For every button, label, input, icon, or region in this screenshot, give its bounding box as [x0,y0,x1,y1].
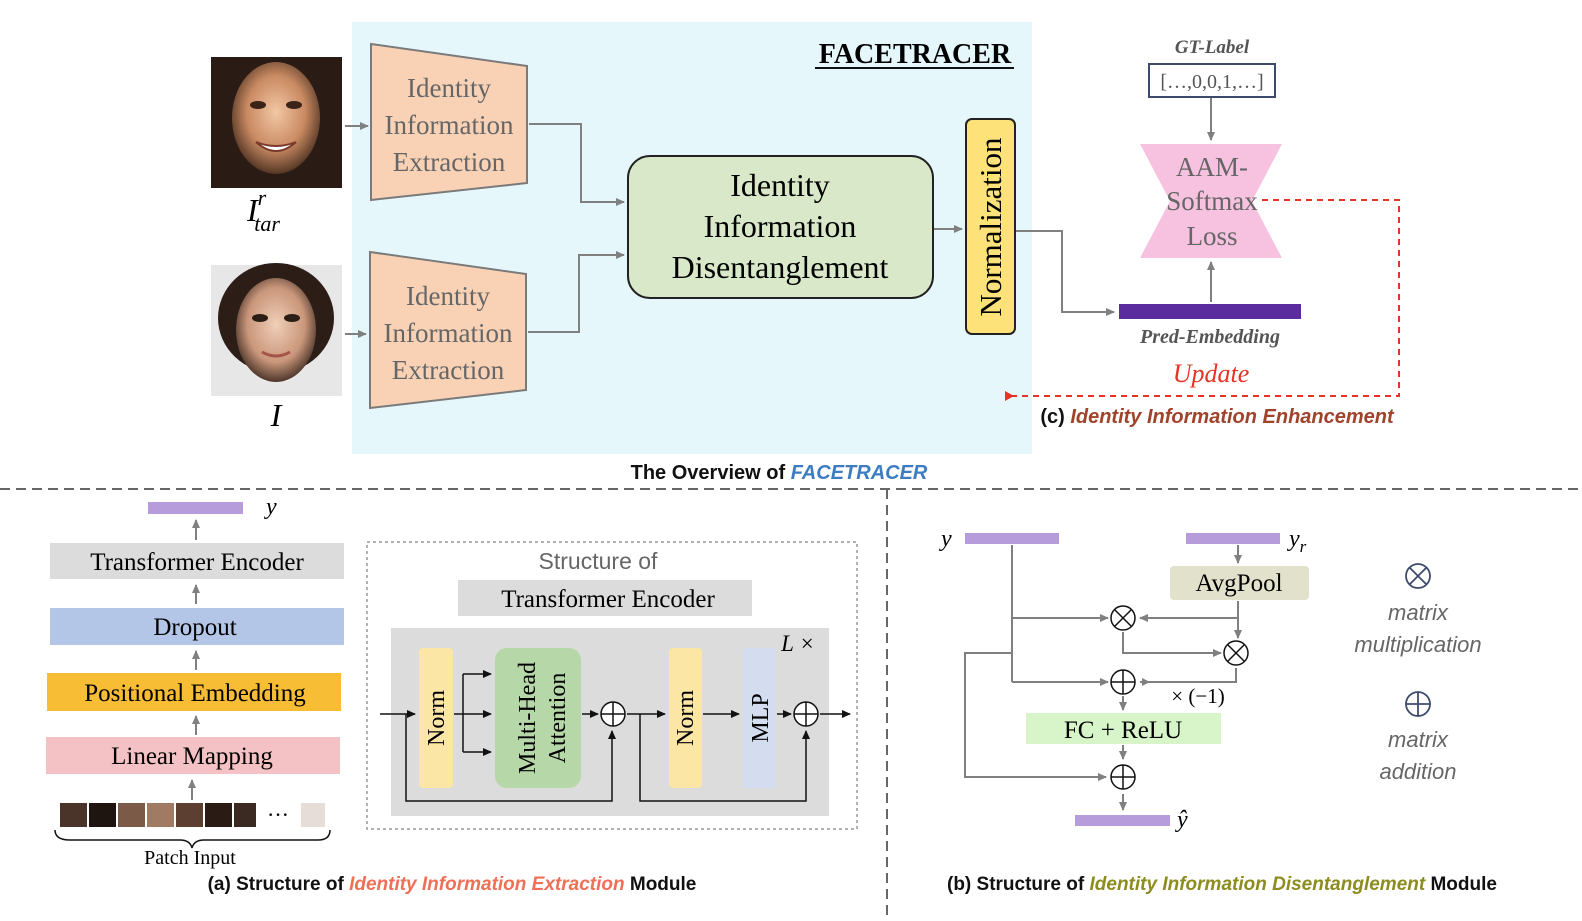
disentanglement-block [627,155,934,299]
a-structure-box [366,541,858,830]
pred-embedding-bar [1119,304,1301,319]
b-fc-relu-label: FC + ReLU [1064,717,1182,744]
a-structure-title: Structure of [539,548,658,574]
b-legend-mult-line2: multiplication [1354,632,1481,657]
a-norm2-label: Norm [673,690,699,746]
arrow-extraction-top-to-disentangle [529,123,625,206]
a-mha-label-line2: Attention [545,673,571,764]
enhancement-caption: (c) Identity Information Enhancement [1040,406,1395,428]
a-dropout-label: Dropout [153,614,236,641]
b-yhat-bar [1075,815,1170,826]
b-arrowhead-neg [1142,678,1150,686]
a-output-bar [148,502,243,514]
facetracer-title: FACETRACER [819,39,1012,70]
loss-block [1140,144,1282,258]
b-legend-add-icon [1405,691,1431,717]
gt-label-box [1148,63,1276,98]
extraction-block-bottom [369,250,527,410]
b-flow [964,545,1242,811]
a-patch-strip [60,803,325,827]
a-patch-ellipsis: ··· [267,802,289,827]
b-legend-add-line2: addition [1379,759,1456,784]
normalization-block [965,118,1016,335]
face-image-reference [211,57,342,188]
a-repeat-label: L × [780,631,815,656]
update-label: Update [1173,359,1250,388]
extraction-top-line3: Extraction [393,147,506,177]
arrow-extraction-bottom-to-disentangle [528,251,625,333]
extraction-bottom-line2: Information [384,318,513,348]
extraction-top-line1: Identity [407,73,491,103]
a-caption: (a) Structure of Identity Information Ex… [208,874,697,895]
b-fc-relu [1026,713,1221,744]
extraction-bottom-line1: Identity [406,281,490,311]
a-patch-brace [54,829,331,849]
b-y-label: y [939,526,952,552]
a-positional-embedding [47,673,341,711]
b-y-bar [965,533,1059,544]
a-structure-subtitle: Transformer Encoder [501,586,715,613]
a-add-node-2 [793,701,819,727]
b-mult-node-2 [1223,640,1249,666]
extraction-top-line2: Information [385,110,514,140]
a-norm1-block [419,648,453,788]
gt-label-value: […,0,0,1,…] [1160,71,1263,93]
a-structure-subtitle-box [458,580,752,616]
b-yr-bar [1186,533,1280,544]
pred-embedding-label: Pred-Embedding [1139,326,1280,348]
b-yhat-label: ŷ [1175,807,1188,833]
a-mlp-block [743,648,776,788]
b-caption: (b) Structure of Identity Information Di… [947,874,1497,895]
a-mlp-label: MLP [748,693,774,742]
a-linear-mapping [46,737,340,774]
loss-line1: AAM- [1176,152,1248,182]
b-legend-add-line1: matrix [1388,727,1449,752]
arrow-norm-to-embedding [1016,230,1115,316]
a-positional-embedding-label: Positional Embedding [84,680,306,707]
a-transformer-encoder [50,543,344,579]
overview-caption: The Overview of FACETRACER [631,462,928,484]
a-encoder-flow [380,670,851,802]
gt-label-title: GT-Label [1175,37,1250,58]
b-legend-mult-line1: matrix [1388,600,1449,625]
update-feedback-arrow [1005,199,1400,401]
extraction-bottom-line3: Extraction [392,355,505,385]
b-yr-label: yr [1287,526,1307,556]
a-dropout [50,608,344,645]
b-avgpool [1170,566,1309,600]
disentangle-line1: Identity [730,167,830,203]
loss-line2: Softmax [1166,186,1258,216]
a-transformer-encoder-label: Transformer Encoder [90,549,304,576]
a-patch-input-label: Patch Input [144,847,236,869]
loss-line3: Loss [1186,221,1237,251]
face-image-input [211,263,342,396]
a-norm1-label: Norm [424,690,450,746]
a-mha-block [495,648,581,788]
b-legend-mult-icon [1405,563,1431,589]
b-add-node-2 [1110,764,1136,790]
a-output-label: y [264,494,277,520]
a-norm2-block [669,648,702,788]
normalization-label: Normalization [973,137,1008,317]
b-mult-node-1 [1110,605,1136,631]
a-mha-label-line1: Multi-Head [515,662,541,774]
b-times-neg-label: × (−1) [1171,684,1224,708]
a-add-node-1 [600,701,626,727]
b-add-node-1 [1110,669,1136,695]
a-linear-mapping-label: Linear Mapping [111,743,273,770]
disentangle-line3: Disentanglement [672,249,889,285]
b-avgpool-label: AvgPool [1195,570,1282,597]
input-bottom-label: I [270,397,283,433]
extraction-block-top [370,42,528,202]
disentangle-line2: Information [704,208,857,244]
